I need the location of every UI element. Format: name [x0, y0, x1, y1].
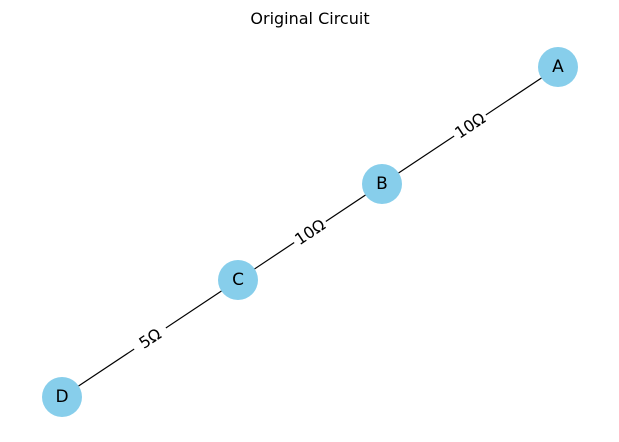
node-c: C: [218, 260, 258, 300]
edge-label-background: [288, 213, 332, 251]
node-circle: [42, 377, 82, 417]
node-circle: [538, 47, 578, 87]
edge-label-group: 5Ω: [128, 319, 172, 358]
diagram-title: Original Circuit: [250, 9, 369, 28]
node-d: D: [42, 377, 82, 417]
node-a: A: [538, 47, 578, 87]
nodes-layer: A B C D: [42, 47, 578, 417]
edge-label-background: [448, 106, 492, 145]
edge-labels-layer: 10Ω 10Ω 5Ω: [128, 106, 492, 358]
edge-label-background: [128, 319, 172, 358]
node-circle: [218, 260, 258, 300]
node-label-b: B: [376, 174, 388, 194]
node-label-c: C: [232, 270, 244, 290]
edge-label-group: 10Ω: [288, 213, 332, 251]
node-circle: [362, 164, 402, 204]
node-label-a: A: [552, 57, 564, 77]
node-b: B: [362, 164, 402, 204]
node-label-d: D: [55, 387, 68, 407]
edge-label-group: 10Ω: [448, 106, 492, 145]
